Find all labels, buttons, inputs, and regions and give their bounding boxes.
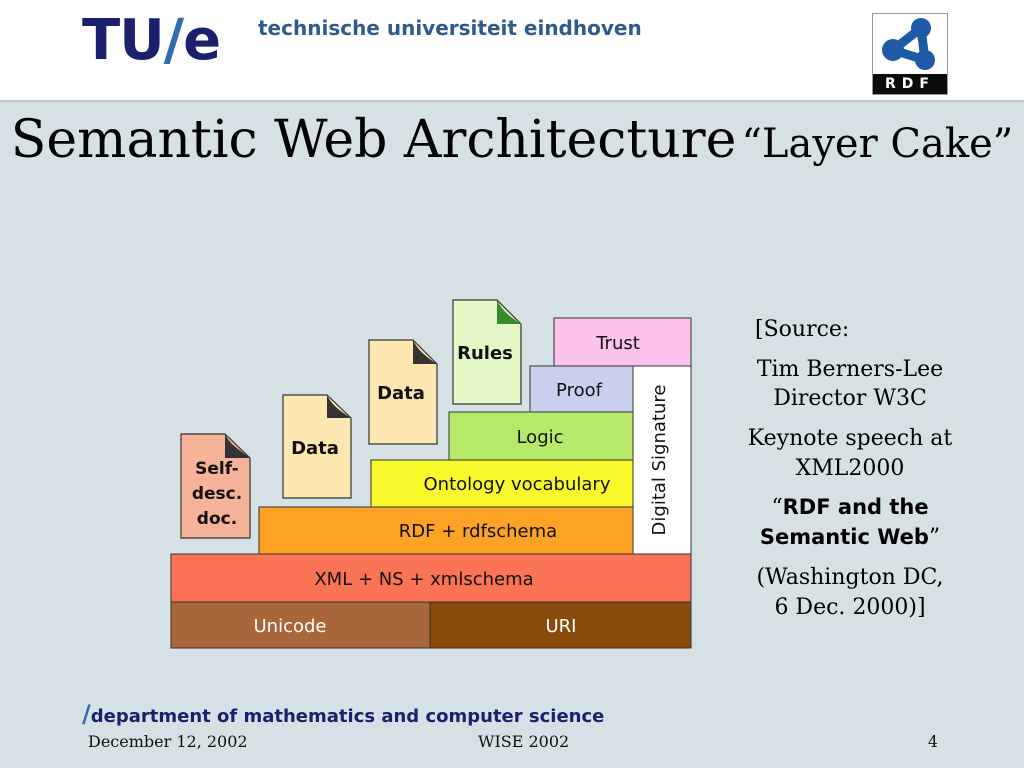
doc-data-2-label: Data	[377, 383, 425, 404]
doc-selfdesc-line1: Self-	[195, 459, 239, 479]
layer-signature	[632, 365, 692, 555]
layer-trust	[553, 317, 692, 367]
doc-rules: Rules	[452, 299, 522, 405]
layer-trust-label: Trust	[595, 333, 640, 354]
title-sub: “Layer Cake”	[741, 121, 1014, 167]
layer-unicode	[170, 601, 431, 649]
header-divider	[0, 100, 1024, 102]
footer-page-number: 4	[927, 732, 938, 751]
layer-uri-label: URI	[546, 616, 577, 637]
university-name: technische universiteit eindhoven	[258, 16, 642, 40]
logo-slash: /	[163, 8, 184, 73]
doc-selfdesc-line3: doc.	[197, 509, 237, 529]
layer-unicode-label: Unicode	[254, 616, 327, 637]
doc-data-1: Data	[282, 394, 352, 499]
layer-signature-label: Digital Signature	[649, 385, 670, 536]
layer-ontology-label: Ontology vocabulary	[424, 474, 611, 495]
title-main: Semantic Web Architecture	[10, 110, 737, 170]
rdf-logo-label: RDF	[873, 74, 947, 94]
layer-proof	[529, 365, 634, 413]
doc-selfdesc: Self- desc. doc.	[180, 433, 251, 539]
source-date: 6 Dec. 2000)]	[774, 594, 926, 620]
doc-data-1-label: Data	[291, 438, 339, 459]
footer-event: WISE 2002	[478, 732, 570, 751]
tue-logo: TU/e	[82, 8, 221, 73]
source-lead: [Source:	[755, 317, 850, 342]
doc-rules-label: Rules	[457, 343, 513, 364]
doc-selfdesc-line2: desc.	[192, 484, 242, 504]
rdf-molecule-icon	[882, 18, 935, 70]
source-location: (Washington DC,	[756, 564, 944, 590]
layer-rdf-label: RDF + rdfschema	[399, 521, 557, 542]
doc-data-2: Data	[368, 339, 438, 445]
source-event-line2: XML2000	[795, 455, 905, 481]
layer-logic-label: Logic	[516, 427, 563, 448]
header-bar: TU/e technische universiteit eindhoven R…	[0, 0, 1024, 100]
layer-uri	[429, 601, 692, 649]
footer-bar: December 12, 2002 WISE 2002 4	[88, 732, 938, 751]
layer-xml-label: XML + NS + xmlschema	[314, 569, 533, 590]
quote-open: “	[771, 495, 783, 521]
layer-xml	[170, 553, 692, 603]
source-event-line1: Keynote speech at	[747, 426, 953, 452]
source-event-block: Keynote speech at XML2000	[740, 424, 960, 483]
layer-logic	[448, 411, 634, 461]
source-talk-block: “RDF and the Semantic Web”	[740, 493, 960, 552]
footer-slash: /	[82, 700, 91, 728]
layer-proof-label: Proof	[556, 380, 603, 401]
footer-department: /department of mathematics and computer …	[82, 700, 604, 728]
footer-department-label: department of mathematics and computer s…	[90, 706, 605, 727]
logo-tu: TU	[82, 8, 165, 73]
footer-date: December 12, 2002	[88, 732, 248, 751]
source-location-block: (Washington DC, 6 Dec. 2000)]	[740, 563, 960, 622]
logo-e: e	[183, 8, 221, 73]
layer-rdf	[258, 506, 634, 555]
slide-title: Semantic Web Architecture “Layer Cake”	[0, 110, 1024, 170]
quote-close: ”	[928, 525, 941, 551]
source-talk-title: RDF and the Semantic Web	[759, 495, 929, 550]
source-role: Director W3C	[773, 386, 927, 412]
source-author: Tim Berners-Lee	[756, 356, 944, 382]
rdf-logo: RDF	[872, 13, 948, 95]
layer-ontology	[370, 459, 634, 508]
